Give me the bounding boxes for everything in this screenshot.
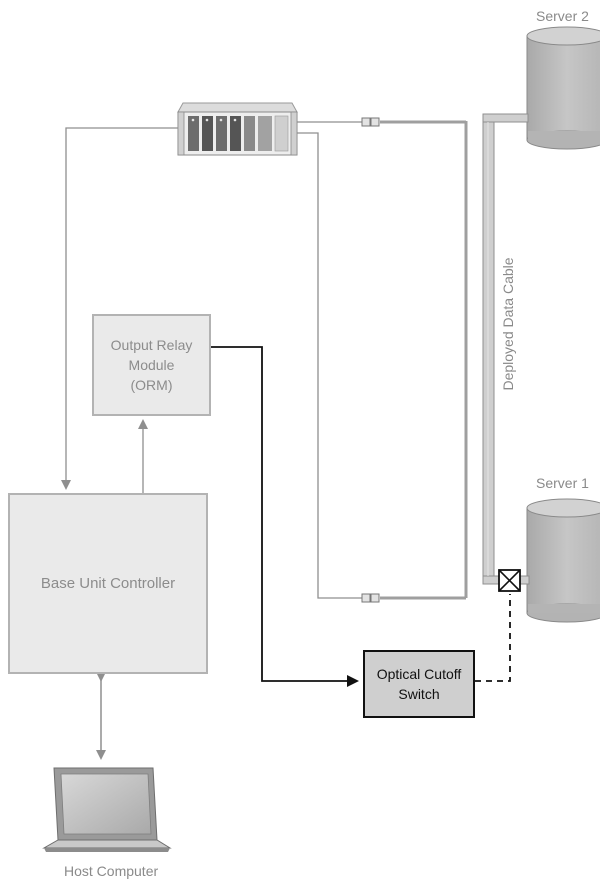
host-computer-label: Host Computer xyxy=(64,862,158,880)
orm-label: Output Relay Module (ORM) xyxy=(111,335,193,395)
output-relay-module-box: Output Relay Module (ORM) xyxy=(92,314,211,416)
fiber-connector-icon xyxy=(362,118,379,126)
optical-cutoff-switch-label: Optical Cutoff Switch xyxy=(377,664,462,704)
optical-cutoff-switch-box: Optical Cutoff Switch xyxy=(363,650,475,718)
rack-to-controller-line xyxy=(66,128,178,488)
base-unit-controller-label: Base Unit Controller xyxy=(41,575,175,592)
switch-dashed-link xyxy=(475,594,510,681)
fiber-loop xyxy=(297,121,466,598)
server-2-icon xyxy=(527,27,600,149)
orm-to-switch-line xyxy=(211,347,357,681)
cutoff-switch-icon xyxy=(499,570,520,591)
deployed-data-cable-label: Deployed Data Cable xyxy=(500,257,516,390)
server-2-label: Server 2 xyxy=(536,7,589,25)
base-unit-controller-box: Base Unit Controller xyxy=(8,493,208,674)
laptop-icon xyxy=(44,768,170,852)
server-1-label: Server 1 xyxy=(536,474,589,492)
rack-unit-icon xyxy=(178,103,297,155)
server-1-icon xyxy=(527,499,600,622)
fiber-connector-icon xyxy=(362,594,379,602)
